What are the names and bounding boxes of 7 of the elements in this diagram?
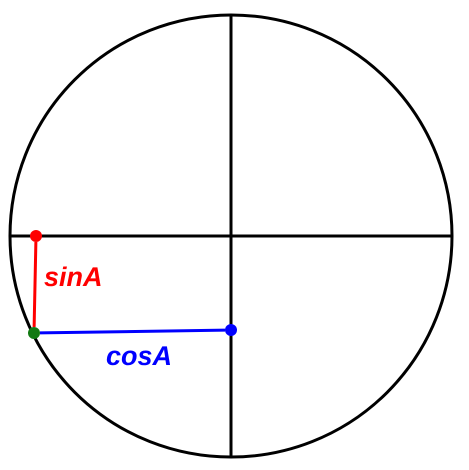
point-dot bbox=[28, 327, 40, 339]
edge-label: sinA bbox=[44, 262, 103, 292]
point-dot bbox=[225, 324, 237, 336]
line-segment bbox=[40, 328, 226, 334]
point-dot bbox=[30, 230, 42, 242]
edge-label: cosA bbox=[106, 341, 172, 371]
line-segment bbox=[32, 242, 38, 328]
